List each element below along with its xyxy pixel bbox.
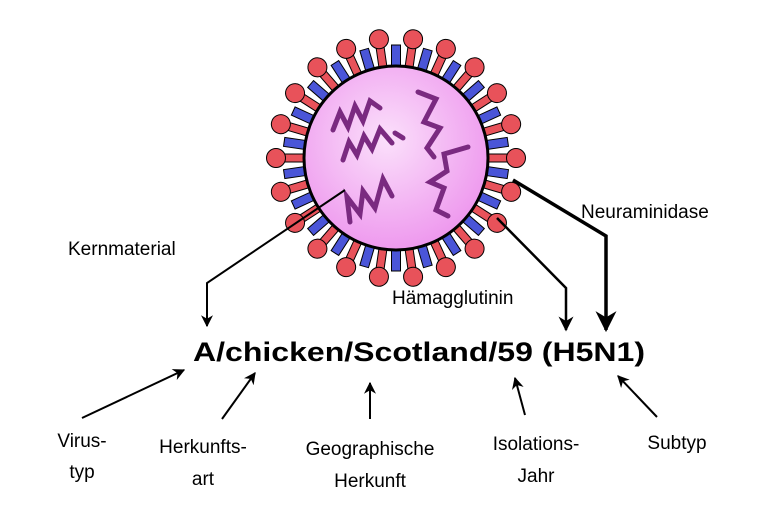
isolation-year-arrow (512, 376, 526, 416)
core-material-label: Kernmaterial (68, 239, 176, 260)
rna-segment (424, 144, 471, 219)
hemagglutinin-spike (482, 148, 526, 168)
neuraminidase-arrow (512, 178, 617, 333)
strain-name: A/chicken/Scotland/59 (H5N1) (193, 337, 645, 367)
hemagglutinin-label: Hämagglutinin (392, 288, 513, 309)
isolation-year-label-line1: Isolations- (493, 434, 580, 455)
bottom-labels: Virus- typ Herkunfts- art Geographische … (57, 431, 706, 492)
rna-segments (330, 89, 471, 225)
hemagglutinin-spike (449, 57, 485, 96)
rna-segment (343, 172, 395, 225)
rna-segment (392, 130, 406, 141)
hemagglutinin-spike (368, 242, 389, 287)
hemagglutinin-spike (266, 148, 310, 168)
hemagglutinin-arrow (496, 217, 574, 332)
virus-type-label-line2: typ (69, 462, 94, 483)
rna-segment (330, 97, 383, 134)
isolation-year-label-line2: Jahr (518, 466, 556, 487)
virus-envelope (302, 64, 490, 252)
core-arrow (201, 189, 346, 328)
rna-segment (415, 89, 444, 160)
virus-type-arrow (81, 369, 186, 419)
origin-type-label-line1: Herkunfts- (159, 437, 247, 458)
hemagglutinin-spike (270, 114, 315, 138)
rna-segment (340, 124, 395, 163)
origin-type-arrow (221, 372, 256, 420)
subtype-arrow (617, 375, 658, 418)
connector-arrows (81, 178, 658, 420)
origin-type-label-line2: art (192, 469, 215, 490)
subtype-label: Subtyp (647, 433, 706, 454)
virus-type-label-line1: Virus- (57, 431, 106, 452)
geo-origin-label-line2: Herkunft (334, 471, 407, 492)
geo-origin-label-line1: Geographische (306, 439, 435, 460)
neuraminidase-label: Neuraminidase (581, 202, 709, 223)
